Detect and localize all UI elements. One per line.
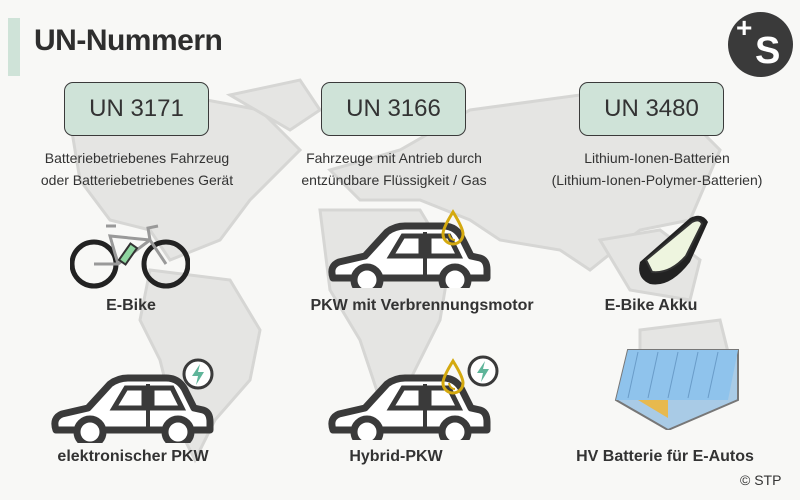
desc-line: (Lithium-Ionen-Polymer-Batterien): [551, 172, 763, 188]
label-e-bike-akku: E-Bike Akku: [604, 297, 698, 314]
un-3171-description: Batteriebetriebenes Fahrzeug oder Batteri…: [0, 147, 277, 191]
un-3480-description: Lithium-Ionen-Batterien (Lithium-Ionen-Po…: [517, 147, 797, 191]
un-badge-3171: UN 3171: [64, 82, 209, 136]
un-3166-description: Fahrzeuge mit Antrieb durch entzündbare F…: [254, 147, 534, 191]
desc-line: Lithium-Ionen-Batterien: [584, 150, 730, 166]
battery-pack-icon: [639, 215, 708, 285]
car-electric-icon: [48, 358, 214, 443]
logo: +S: [728, 12, 793, 77]
s-letter-icon: S: [755, 30, 781, 72]
plus-icon: +: [736, 12, 753, 43]
bicycle-icon: [70, 224, 190, 289]
copyright: © STP: [740, 472, 782, 488]
car-fuel-icon: [325, 210, 495, 288]
un-badge-3166: UN 3166: [321, 82, 466, 136]
label-hv-batterie: HV Batterie für E-Autos: [576, 448, 754, 465]
desc-line: oder Batteriebetriebenes Gerät: [40, 172, 234, 188]
title-accent-bar: [8, 18, 20, 76]
un-badge-3480: UN 3480: [579, 82, 724, 136]
car-hybrid-icon: [325, 355, 499, 440]
label-pkw-verbrennungsmotor: PKW mit Verbrennungsmotor: [310, 297, 534, 314]
label-elektronischer-pkw: elektronischer PKW: [57, 448, 209, 465]
label-e-bike: E-Bike: [106, 297, 156, 314]
desc-line: Fahrzeuge mit Antrieb durch: [306, 150, 482, 166]
page-title: UN-Nummern: [34, 24, 223, 57]
desc-line: Batteriebetriebenes Fahrzeug: [44, 150, 230, 166]
desc-line: entzündbare Flüssigkeit / Gas: [301, 172, 487, 188]
label-hybrid-pkw: Hybrid-PKW: [349, 448, 443, 465]
hv-battery-icon: [614, 349, 739, 430]
